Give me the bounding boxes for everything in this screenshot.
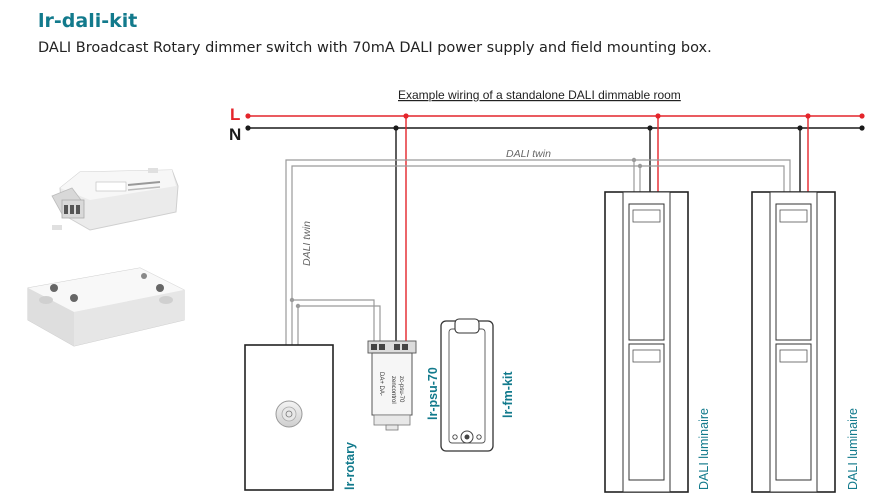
page-subtitle: DALI Broadcast Rotary dimmer switch with… <box>38 40 712 56</box>
psu-device <box>367 340 417 431</box>
psu-product-image <box>51 168 179 231</box>
page-title: lr-dali-kit <box>38 10 138 32</box>
diagram-caption: Example wiring of a standalone DALI dimm… <box>398 88 681 102</box>
luminaire-1-device <box>604 191 689 493</box>
rotary-switch-device <box>244 344 334 491</box>
rotary-label: lr-rotary <box>343 442 357 490</box>
luminaire-1-label: DALI luminaire <box>697 408 711 490</box>
neutral-label: N <box>229 125 241 144</box>
dali-twin-label-side: DALI twin <box>301 221 313 266</box>
psu-text-terminals: DA+ DA- <box>378 372 384 396</box>
psu-text-brand: zencontrol <box>390 376 396 404</box>
dali-twin-bus <box>285 159 791 345</box>
psu-text-model: zc-psu-70 <box>398 376 404 403</box>
luminaire-2-label: DALI luminaire <box>846 408 860 490</box>
psu-label: lr-psu-70 <box>426 367 440 420</box>
live-label: L <box>230 105 240 124</box>
fm-kit-device <box>440 318 494 452</box>
luminaire-2-device <box>751 191 836 493</box>
fm-kit-label: lr-fm-kit <box>501 371 515 418</box>
fm-box-product-image <box>27 267 185 347</box>
dali-twin-label-top: DALI twin <box>506 148 551 160</box>
